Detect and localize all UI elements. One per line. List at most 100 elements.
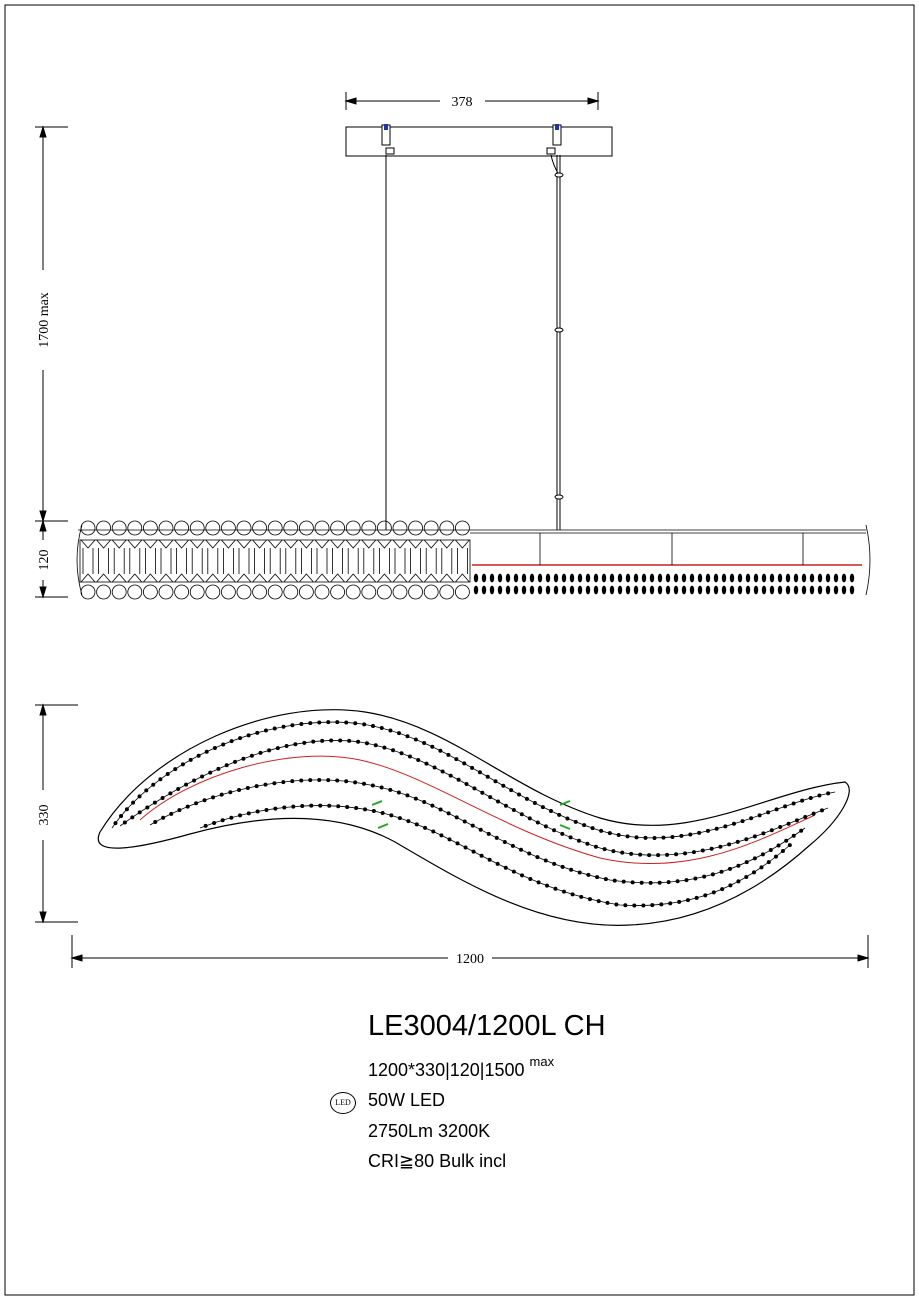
crystal-bead [370, 783, 375, 788]
crystal-octagon [314, 584, 330, 600]
crystal-drop [785, 573, 791, 583]
fixture-top-view [97, 709, 850, 926]
crystal-bead [290, 723, 295, 728]
crystal-octagon [111, 584, 127, 600]
crystal-bead [524, 796, 529, 801]
crystal-octagon [392, 584, 408, 600]
dimension-depth [35, 703, 78, 924]
crystal-bead [493, 779, 498, 784]
crystal-bead [585, 841, 590, 846]
crystal-drop [809, 585, 815, 595]
crystal-bead [130, 815, 135, 820]
crystal-bead [462, 819, 467, 824]
dimension-1700-label: 1700 max [37, 292, 52, 348]
crystal-bead [353, 780, 358, 785]
crystal-bead [211, 795, 216, 800]
crystal-bead [783, 804, 788, 809]
crystal-bead [719, 869, 724, 874]
crystal-bead [552, 861, 557, 866]
crystal-bead [353, 721, 358, 726]
crystal-bead [463, 845, 468, 850]
crystal-bead [485, 774, 490, 779]
crystal-drop [673, 573, 679, 583]
crystal-bead [639, 880, 644, 885]
crystal-drop [713, 585, 719, 595]
crystal-drop [601, 585, 607, 595]
crystal-prism [361, 539, 377, 583]
crystal-bead [714, 826, 719, 831]
crystal-octagon [439, 520, 455, 536]
crystal-drop [809, 573, 815, 583]
crystal-octagon [174, 520, 190, 536]
crystal-bead [579, 894, 584, 899]
crystal-bead [311, 739, 316, 744]
crystal-bead [632, 903, 637, 908]
crystal-drop [545, 585, 551, 595]
crystal-drop [817, 573, 823, 583]
crystal-bead [413, 737, 418, 742]
crystal-drop [617, 573, 623, 583]
crystal-bead [603, 877, 608, 882]
crystal-drop [513, 573, 519, 583]
crystal-drop [513, 585, 519, 595]
crystal-bead [414, 822, 419, 827]
crystal-bead [675, 879, 680, 884]
crystal-bead [284, 744, 289, 749]
crystal-bead [246, 733, 251, 738]
crystal-bead [370, 724, 375, 729]
crystal-bead [229, 739, 234, 744]
crystal-bead [527, 851, 532, 856]
crystal-octagon [298, 520, 314, 536]
crystal-octagon [283, 584, 299, 600]
crystal-bead [528, 876, 533, 881]
crystal-bead [702, 874, 707, 879]
crystal-bead [577, 870, 582, 875]
page-border [4, 4, 915, 1296]
crystal-bead [811, 811, 816, 816]
crystal-bead [749, 816, 754, 821]
crystal-drop [833, 585, 839, 595]
crystal-drop [481, 573, 487, 583]
crystal-bead [407, 754, 412, 759]
crystal-drop [569, 573, 575, 583]
crystal-drop [489, 585, 495, 595]
crystal-bead [768, 848, 773, 853]
crystal-bead [438, 748, 443, 753]
crystal-bead [254, 784, 259, 789]
crystal-bead [488, 795, 493, 800]
crystal-prism [80, 539, 96, 583]
crystal-octagon [142, 520, 158, 536]
crystal-octagon [205, 584, 221, 600]
crystal-bead [582, 823, 587, 828]
crystal-bead [185, 804, 190, 809]
crystal-bead [668, 901, 673, 906]
crystal-octagon [96, 584, 111, 600]
crystal-bead [666, 880, 671, 885]
crystal-bead [502, 839, 507, 844]
crystal-bead [629, 851, 634, 856]
crystal-drop [593, 573, 599, 583]
crystal-drop [793, 585, 799, 595]
crystal-octagon [174, 584, 190, 600]
crystal-prism [314, 539, 330, 583]
crystal-drop [745, 585, 751, 595]
crystal-bead [740, 819, 745, 824]
crystal-bead [194, 801, 199, 806]
crystal-bead [122, 820, 127, 825]
crystal-bead [281, 780, 286, 785]
crystal-bead [272, 726, 277, 731]
crystal-bead [424, 761, 429, 766]
crystal-drop [657, 573, 663, 583]
crystal-bead [780, 849, 785, 854]
crystal-bead [233, 759, 238, 764]
crystal-bead [137, 794, 142, 799]
crystal-bead [744, 875, 749, 880]
crystal-bead [455, 841, 460, 846]
crystal-bead [326, 778, 331, 783]
spec-size: 1200*330|120|1500 max [368, 1054, 554, 1081]
crystal-drop [753, 573, 759, 583]
crystal-octagon [454, 584, 470, 600]
crystal-bead [422, 741, 427, 746]
crystal-bead [685, 898, 690, 903]
crystal-octagon [361, 520, 377, 536]
